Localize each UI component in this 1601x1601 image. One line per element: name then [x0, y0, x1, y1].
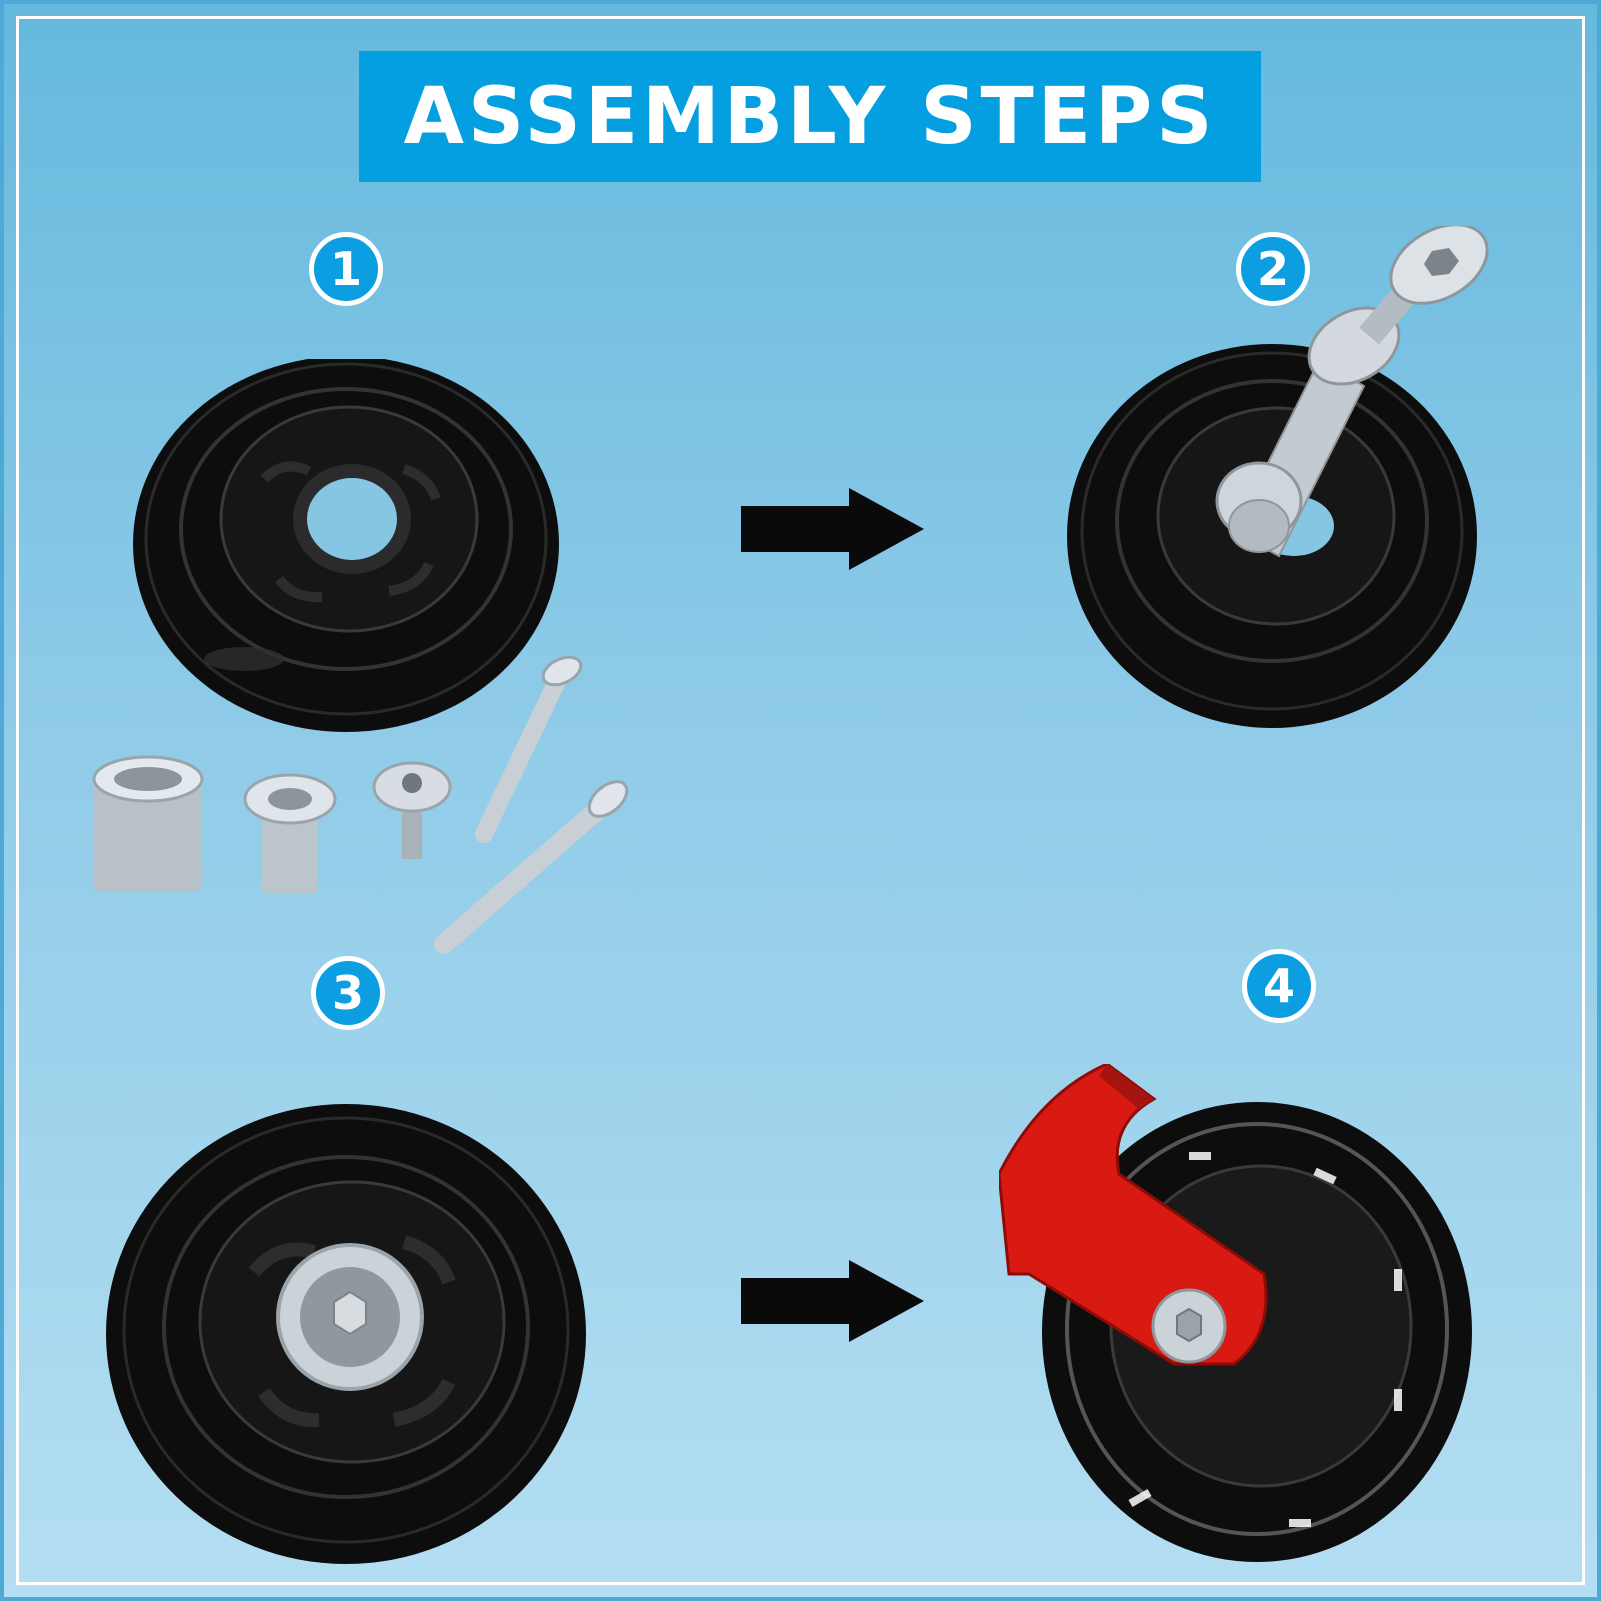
arrow-right-icon — [741, 1260, 924, 1342]
frame-border — [16, 16, 1585, 1585]
wheel-icon — [106, 1104, 586, 1564]
step-badge-1: 1 — [309, 232, 383, 306]
step-badge-4: 4 — [1242, 949, 1316, 1023]
title-banner: ASSEMBLY STEPS — [359, 51, 1261, 182]
bolt-icon — [1215, 226, 1489, 558]
step1-wheel-with-parts-image — [92, 359, 629, 954]
arrow-right-icon — [741, 488, 924, 570]
page-title: ASSEMBLY STEPS — [403, 71, 1217, 162]
step3-assembled-wheel-image — [106, 1104, 586, 1564]
step-badge-2: 2 — [1236, 232, 1310, 306]
bushing-icon — [243, 773, 337, 894]
bushing-icon — [92, 755, 204, 892]
bracket-icon — [999, 1064, 1268, 1366]
step4-wheel-in-bracket-image — [999, 1064, 1472, 1562]
wheel-icon — [133, 359, 559, 732]
step-badge-3: 3 — [311, 956, 385, 1030]
step2-wheel-with-bolt-image — [1067, 226, 1489, 728]
bolt-icon — [434, 780, 629, 954]
bolt-icon — [475, 655, 583, 843]
bolt-icon — [372, 761, 452, 859]
